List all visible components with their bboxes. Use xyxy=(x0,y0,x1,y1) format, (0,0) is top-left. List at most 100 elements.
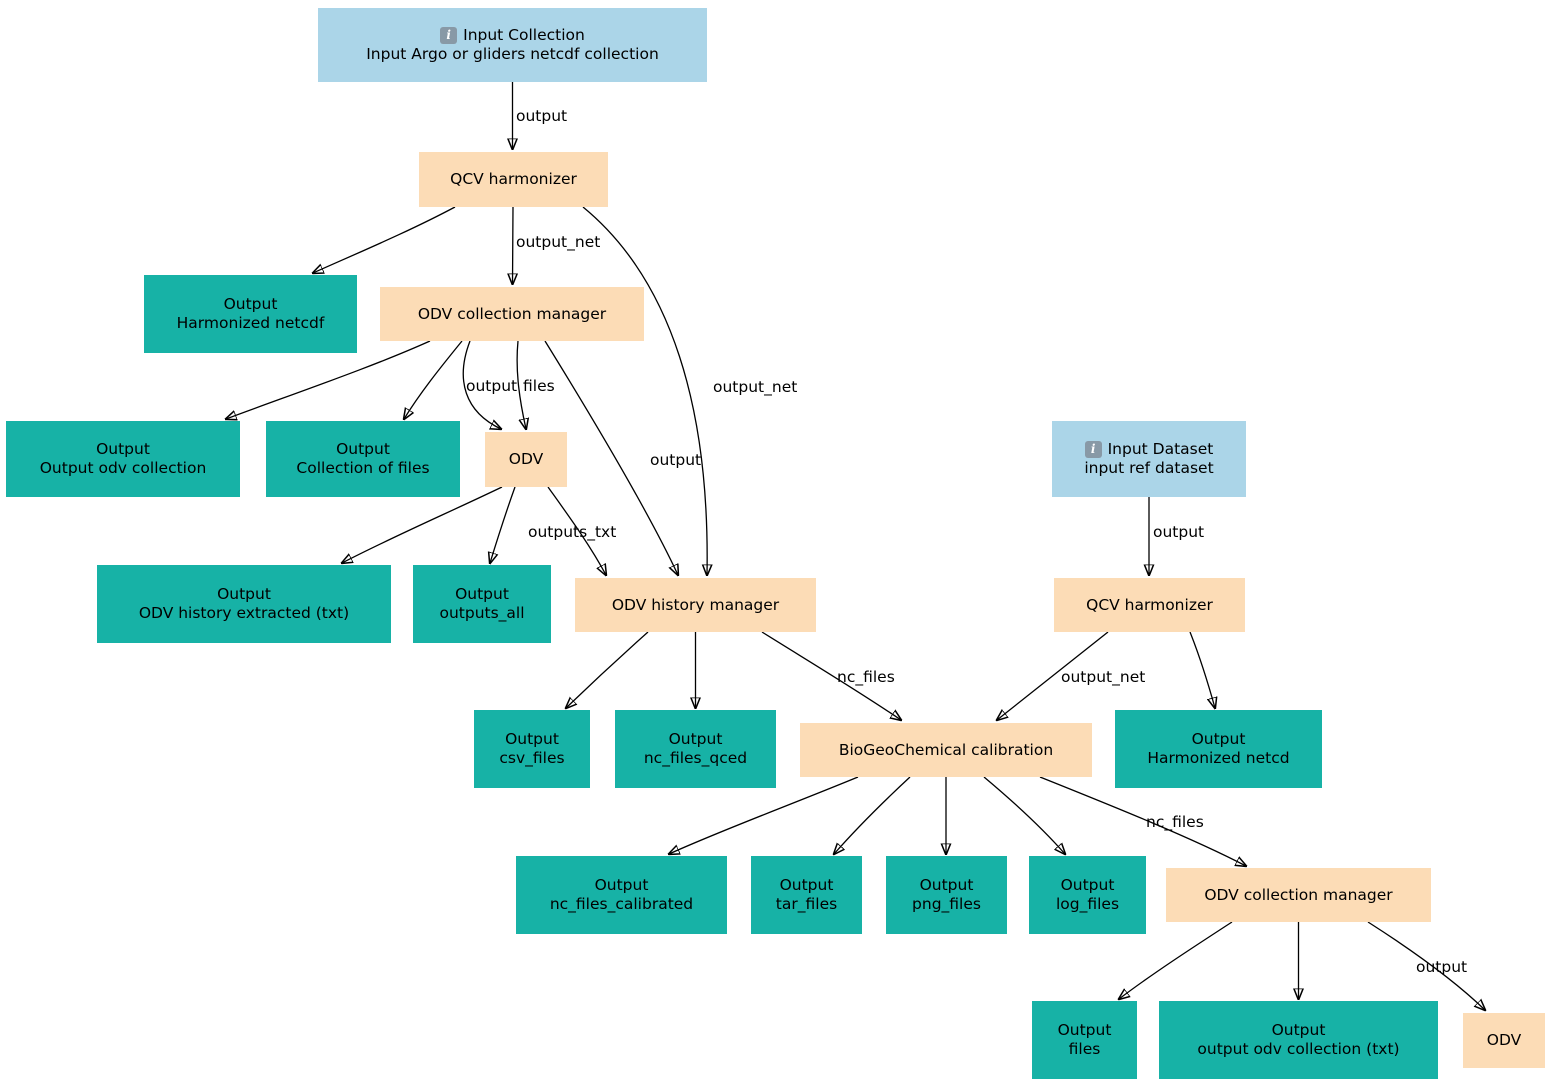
edge-qcv1-odvhm xyxy=(582,206,707,575)
node-output-odv-collection[interactable]: Output Output odv collection xyxy=(6,421,240,497)
node-subtitle: ODV history extracted (txt) xyxy=(138,604,350,622)
node-title: Input Collection xyxy=(463,26,585,44)
node-subtitle: Output odv collection xyxy=(39,459,207,477)
edge-label-nc-files: nc_files xyxy=(837,668,895,686)
node-title: Output xyxy=(668,730,723,748)
node-output-nc-files-qced[interactable]: Output nc_files_qced xyxy=(615,710,776,788)
edge-odvhm-csvfiles xyxy=(566,631,649,708)
edge-label-output-net: output_net xyxy=(1061,668,1146,686)
node-output-files[interactable]: Output files xyxy=(1032,1001,1137,1079)
node-subtitle: nc_files_calibrated xyxy=(549,895,694,913)
node-title: Output xyxy=(1057,1021,1112,1039)
node-subtitle: Input Argo or gliders netcdf collection xyxy=(366,45,659,63)
edge-odvcm1-collectionfiles xyxy=(404,340,463,419)
node-input-dataset[interactable]: Input Dataset input ref dataset xyxy=(1052,421,1246,497)
node-qcv-harmonizer-1[interactable]: QCV harmonizer xyxy=(419,152,608,207)
node-subtitle: Harmonized netcdf xyxy=(176,314,325,332)
node-title: ODV collection manager xyxy=(1204,885,1393,904)
node-title: Output xyxy=(455,585,509,603)
node-title: Output xyxy=(223,295,278,313)
node-output-csv-files[interactable]: Output csv_files xyxy=(474,710,590,788)
node-title: Output xyxy=(505,730,559,748)
node-output-collection-of-files[interactable]: Output Collection of files xyxy=(266,421,460,497)
edge-label-output-net: output_net xyxy=(516,233,601,251)
node-output-harmonized-netcd[interactable]: Output Harmonized netcd xyxy=(1115,710,1322,788)
edge-odvcm1-odvhm xyxy=(544,340,678,575)
edge-odv-odvhistorytxt xyxy=(342,486,503,563)
info-icon xyxy=(1084,441,1102,458)
node-odv-1[interactable]: ODV xyxy=(485,432,567,487)
node-output-png-files[interactable]: Output png_files xyxy=(886,856,1007,934)
node-title: ODV collection manager xyxy=(417,304,607,323)
node-subtitle: tar_files xyxy=(775,895,838,913)
node-output-log-files[interactable]: Output log_files xyxy=(1029,856,1146,934)
node-subtitle: png_files xyxy=(912,895,981,913)
node-title: Output xyxy=(1060,876,1115,894)
edge-qcv2-bgc xyxy=(997,631,1109,720)
node-odv-collection-manager-2[interactable]: ODV collection manager xyxy=(1166,868,1431,922)
node-title: ODV history manager xyxy=(611,595,780,614)
edge-bgc-odvcm2 xyxy=(1039,776,1246,866)
edge-odvcm1-odv-files xyxy=(516,340,526,429)
edge-label-output: output xyxy=(650,451,702,469)
edge-odvcm1-odv-output xyxy=(462,340,501,429)
node-title: BioGeoChemical calibration xyxy=(838,740,1054,759)
node-subtitle: files xyxy=(1068,1040,1101,1058)
node-biogeochemical-calibration[interactable]: BioGeoChemical calibration xyxy=(800,723,1092,777)
node-output-tar-files[interactable]: Output tar_files xyxy=(751,856,862,934)
node-qcv-harmonizer-2[interactable]: QCV harmonizer xyxy=(1054,578,1245,632)
edge-odvcm2-files xyxy=(1119,921,1233,999)
node-odv-2[interactable]: ODV xyxy=(1463,1013,1545,1068)
node-output-odv-collection-txt[interactable]: Output output odv collection (txt) xyxy=(1159,1001,1438,1079)
edge-label-outputs-txt: outputs_txt xyxy=(528,523,617,541)
node-subtitle: input ref dataset xyxy=(1084,459,1214,477)
edge-odvhm-bgc xyxy=(761,631,901,720)
edge-bgc-ncfilescalibrated xyxy=(669,776,859,854)
info-icon xyxy=(440,27,458,44)
edge-qcv1-odvcm1 xyxy=(513,206,514,284)
edge-label-output: output xyxy=(466,377,518,395)
node-title: Output xyxy=(919,876,974,894)
node-title: Output xyxy=(594,876,649,894)
node-subtitle: Harmonized netcd xyxy=(1147,749,1290,767)
edge-odv-odvhm xyxy=(547,486,606,575)
edge-label-output: output xyxy=(1153,523,1205,541)
node-subtitle: outputs_all xyxy=(439,604,525,622)
edge-bgc-tarfiles xyxy=(834,776,911,854)
edge-qcv1-harmonizednetcdf xyxy=(313,206,456,273)
node-subtitle: nc_files_qced xyxy=(643,749,748,767)
node-subtitle: csv_files xyxy=(499,749,565,767)
node-title: Output xyxy=(1191,730,1246,748)
edge-odv-outputsall xyxy=(490,486,516,563)
edge-label-output-net: output_net xyxy=(713,378,798,396)
node-title: Output xyxy=(217,585,271,603)
node-title: Input Dataset xyxy=(1107,440,1214,458)
node-subtitle: log_files xyxy=(1055,895,1120,913)
edge-bgc-logfiles xyxy=(983,776,1065,854)
node-title: Output xyxy=(96,440,150,458)
node-odv-collection-manager-1[interactable]: ODV collection manager xyxy=(380,287,644,341)
edge-odvcm1-odvcollection xyxy=(226,340,431,419)
node-title: QCV harmonizer xyxy=(1086,595,1213,614)
edge-qcv2-harmonizednetcd xyxy=(1189,631,1215,708)
node-title: ODV xyxy=(1486,1031,1522,1049)
node-output-nc-files-calibrated[interactable]: Output nc_files_calibrated xyxy=(516,856,727,934)
edge-label-files: files xyxy=(523,377,555,395)
node-title: Output xyxy=(336,440,390,458)
node-output-harmonized-netcdf[interactable]: Output Harmonized netcdf xyxy=(144,275,357,353)
node-title: Output xyxy=(1271,1021,1326,1039)
node-title: ODV xyxy=(508,450,544,468)
node-output-outputs-all[interactable]: Output outputs_all xyxy=(413,565,551,643)
edge-odvcm2-odv2 xyxy=(1367,921,1485,1010)
node-odv-history-manager[interactable]: ODV history manager xyxy=(575,578,816,632)
edge-label-nc-files: nc_files xyxy=(1146,813,1204,831)
node-title: QCV harmonizer xyxy=(450,170,577,188)
node-input-collection[interactable]: Input Collection Input Argo or gliders n… xyxy=(318,8,707,82)
edge-label-output: output xyxy=(516,107,568,125)
node-output-odv-history-extracted[interactable]: Output ODV history extracted (txt) xyxy=(97,565,391,643)
node-subtitle: Collection of files xyxy=(296,459,430,477)
node-title: Output xyxy=(779,876,834,894)
edge-label-output: output xyxy=(1416,958,1468,976)
